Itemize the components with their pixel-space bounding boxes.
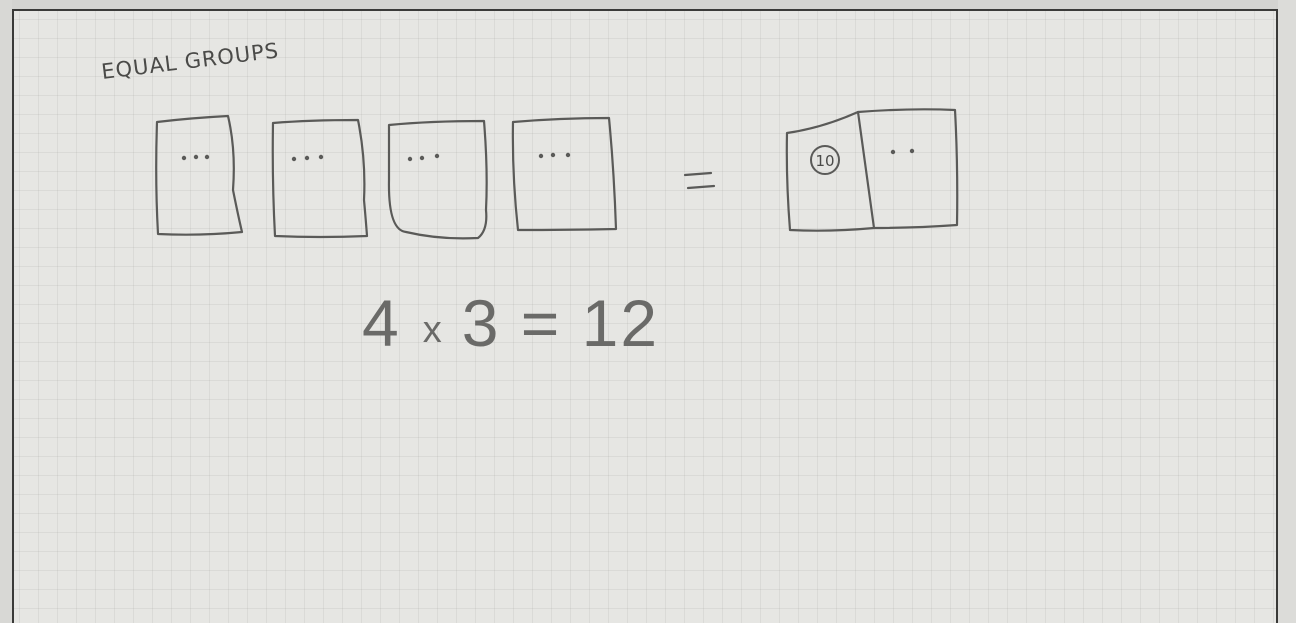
dot <box>435 154 439 158</box>
group-box-2 <box>273 120 367 237</box>
equals-sign-sketch <box>685 173 714 188</box>
dot <box>408 157 412 161</box>
equation-equals: = <box>521 286 562 360</box>
dot <box>194 155 198 159</box>
dot <box>305 156 309 160</box>
ten-block <box>787 112 874 231</box>
group-box-3 <box>389 121 487 238</box>
dot <box>910 149 914 153</box>
dot <box>292 157 296 161</box>
dot <box>551 153 555 157</box>
dot <box>420 156 424 160</box>
factor-b: 3 <box>462 286 501 360</box>
group-box-1 <box>156 116 242 235</box>
product: 12 <box>582 286 659 360</box>
dot <box>891 150 895 154</box>
dot <box>539 154 543 158</box>
times-sign: x <box>423 309 444 351</box>
factor-a: 4 <box>362 286 401 360</box>
ten-circle-label: 10 <box>815 152 834 170</box>
dot <box>566 153 570 157</box>
dot <box>182 156 186 160</box>
dot <box>319 155 323 159</box>
group-box-4 <box>513 118 616 230</box>
ones-block <box>858 109 957 228</box>
dot <box>205 155 209 159</box>
